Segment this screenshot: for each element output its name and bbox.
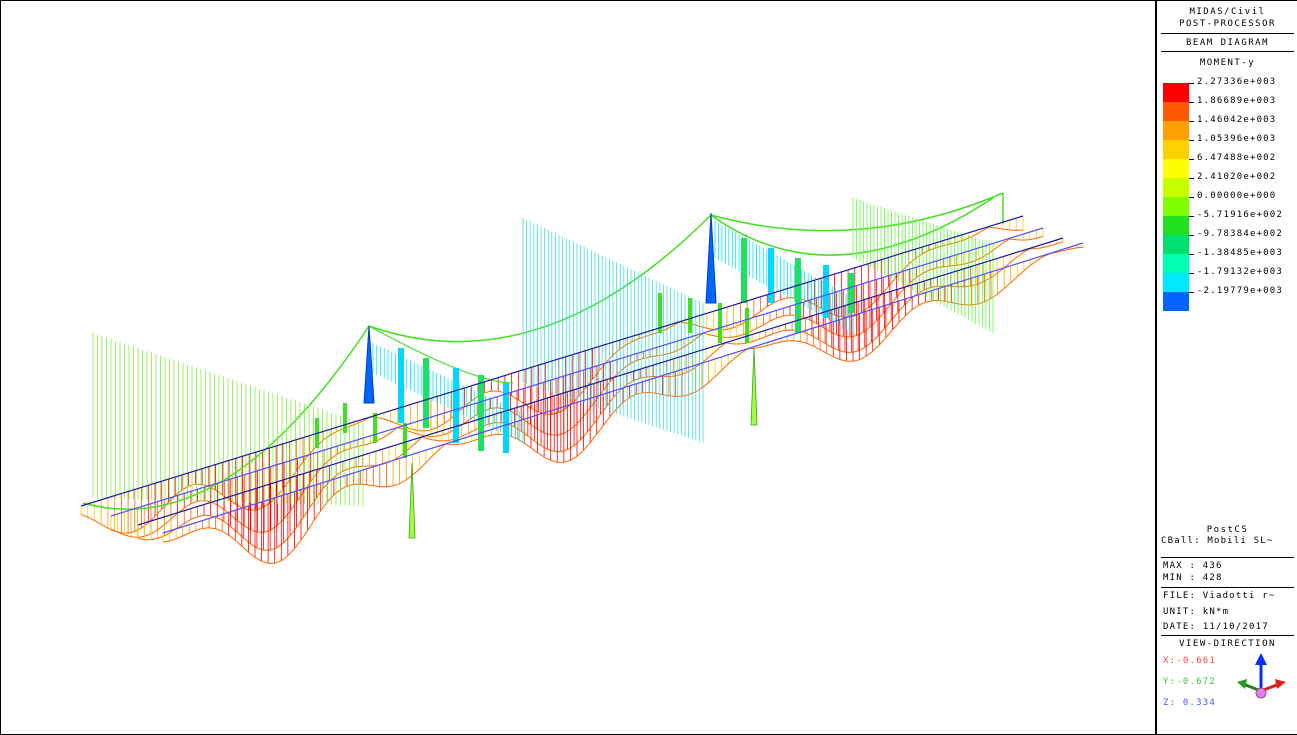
legend-entry: 2.27336e+003 (1161, 77, 1291, 102)
legend-entry: -5.71916e+002 (1161, 210, 1291, 235)
legend-value: 1.86689e+003 (1197, 96, 1277, 106)
legend-value: 2.41020e+002 (1197, 172, 1277, 182)
legend-swatch (1163, 178, 1189, 197)
legend-value: 1.05396e+003 (1197, 134, 1277, 144)
legend-value: -5.71916e+002 (1197, 210, 1284, 220)
legend-entry: -1.79132e+003 (1161, 267, 1291, 292)
unit-label: UNIT: kN*m (1163, 607, 1230, 617)
file-name: FILE: Viadotti r~ (1163, 591, 1276, 601)
legend-entry: 1.05396e+003 (1161, 134, 1291, 159)
axis-triad-icon (1237, 653, 1286, 699)
legend-swatch (1163, 121, 1189, 140)
legend-value: -9.78384e+002 (1197, 229, 1284, 239)
view-direction-title: VIEW-DIRECTION (1179, 639, 1276, 649)
beam-diagram (80, 192, 1084, 564)
legend-entry: -9.78384e+002 (1161, 229, 1291, 254)
bridge-model-view[interactable] (3, 3, 1153, 733)
legend-swatch (1163, 216, 1189, 235)
legend-swatch (1163, 102, 1189, 121)
legend-entry: 6.47488e+002 (1161, 153, 1291, 178)
legend-swatch (1163, 235, 1189, 254)
legend-value: -2.19779e+003 (1197, 286, 1284, 296)
legend-value: 1.46042e+003 (1197, 115, 1277, 125)
stage-label: PostCS (1206, 525, 1249, 535)
legend-entry: -2.19779e+003 (1161, 286, 1291, 311)
legend-entry: 1.46042e+003 (1161, 115, 1291, 140)
legend-entry: 0.00000e+000 (1161, 191, 1291, 216)
legend-value: 2.27336e+003 (1197, 77, 1277, 87)
legend-value: -1.79132e+003 (1197, 267, 1284, 277)
legend-swatch (1163, 254, 1189, 273)
legend-value: 0.00000e+000 (1197, 191, 1277, 201)
view-x: X:-0.661 (1163, 656, 1216, 666)
min-element: MIN : 428 (1163, 573, 1223, 583)
legend-value: -1.38485e+003 (1197, 248, 1284, 258)
result-component: MOMENT-y (1199, 58, 1256, 68)
view-y: Y:-0.672 (1163, 677, 1216, 687)
legend-swatch (1163, 159, 1189, 178)
legend-swatch (1163, 292, 1189, 311)
view-z: Z: 0.334 (1163, 698, 1216, 708)
legend-value: 6.47488e+002 (1197, 153, 1277, 163)
legend-entry: 2.41020e+002 (1161, 172, 1291, 197)
app-name: MIDAS/Civil (1189, 7, 1266, 17)
legend-entry: -1.38485e+003 (1161, 248, 1291, 273)
legend-swatch (1163, 140, 1189, 159)
legend-entry: 1.86689e+003 (1161, 96, 1291, 121)
module-name: POST-PROCESSOR (1179, 19, 1276, 29)
load-case: CBall: Mobili SL~ (1161, 536, 1274, 546)
legend-panel: MIDAS/Civil POST-PROCESSOR BEAM DIAGRAM … (1155, 1, 1297, 734)
legend-swatch (1163, 83, 1189, 102)
diagram-type: BEAM DIAGRAM (1185, 38, 1270, 48)
legend-swatch (1163, 273, 1189, 292)
legend-swatch (1163, 197, 1189, 216)
date-label: DATE: 11/10/2017 (1163, 622, 1269, 632)
max-element: MAX : 436 (1163, 561, 1223, 571)
